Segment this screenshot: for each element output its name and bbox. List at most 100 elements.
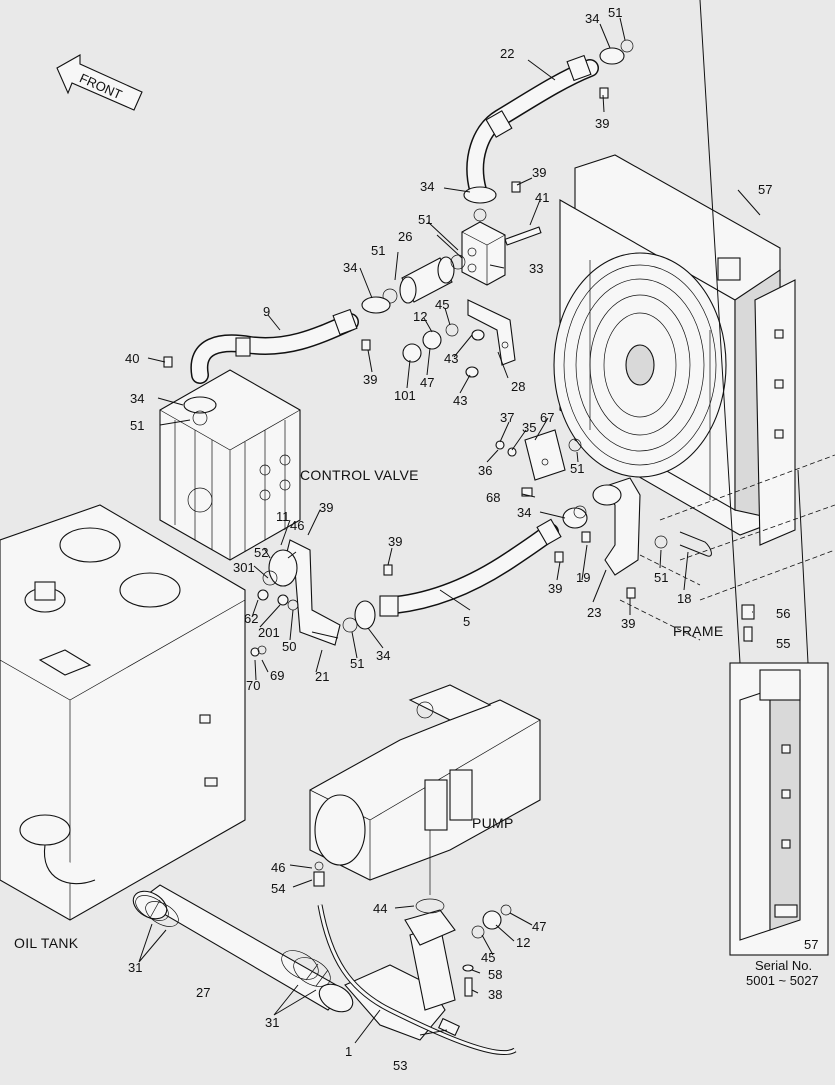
callout-label: 5: [463, 614, 470, 629]
oring-51e: [568, 438, 582, 452]
callout-label: 39: [363, 372, 377, 387]
callout-label: 23: [587, 605, 601, 620]
callout-label: 39: [548, 581, 562, 596]
callout-label: 51: [570, 461, 584, 476]
callout-label: 70: [246, 678, 260, 693]
bolt-39a: [599, 87, 609, 99]
callout-label: 36: [478, 463, 492, 478]
callout-label: 57: [758, 182, 772, 197]
bolt-39g: [383, 564, 393, 576]
callout-label: 51: [371, 243, 385, 258]
callout-label: 51: [608, 5, 622, 20]
spacer-56-bolt-55: [741, 604, 755, 642]
callout-label: 27: [196, 985, 210, 1000]
fittings-62-201-50: [257, 589, 299, 611]
pump: [309, 684, 541, 895]
callout-label: 44: [373, 901, 387, 916]
callout-label: 11: [276, 509, 290, 524]
fittings-70-69: [250, 645, 267, 657]
callout-label: 301: [233, 560, 255, 575]
bracket-67: [495, 429, 566, 497]
callout-label: 31: [265, 1015, 279, 1030]
callout-label: 18: [677, 591, 691, 606]
callout-label: 55: [776, 636, 790, 651]
bolt-39b: [511, 181, 521, 193]
pipe-21: [262, 539, 341, 646]
callout-label: 51: [350, 656, 364, 671]
callout-label: 9: [263, 304, 270, 319]
callout-label: 37: [500, 410, 514, 425]
callout-label: 12: [516, 935, 530, 950]
callout-label: 46: [290, 518, 304, 533]
pipe-26: [382, 254, 466, 304]
callout-label: 51: [130, 418, 144, 433]
inset-detail-box: [699, 0, 829, 956]
callout-label: 47: [420, 375, 434, 390]
oring-51g: [342, 617, 358, 633]
callout-label: 34: [376, 648, 390, 663]
callout-label: 39: [621, 616, 635, 631]
callout-label: 26: [398, 229, 412, 244]
callout-label: 34: [343, 260, 357, 275]
callout-label: 43: [444, 351, 458, 366]
callout-label: 101: [394, 388, 416, 403]
callout-label: 34: [130, 391, 144, 406]
callout-label: 39: [595, 116, 609, 131]
frame-label: FRAME: [673, 623, 724, 639]
hose-22: [466, 54, 599, 199]
callout-label: 45: [435, 297, 449, 312]
callout-label: 34: [420, 179, 434, 194]
flange-34c: [361, 296, 391, 314]
callout-numbers: 34 51 22 39 39 34 41 51 26 33 51 34 57 9…: [125, 5, 790, 1073]
flange-34f: [354, 600, 376, 630]
oil-tank: [0, 504, 246, 921]
bolt-38-58: [462, 964, 474, 997]
callout-label: 50: [282, 639, 296, 654]
leader-lines: [138, 17, 761, 1044]
callout-label: 69: [270, 668, 284, 683]
callout-label: 40: [125, 351, 139, 366]
fittings-12-45-47: [471, 904, 512, 939]
callout-label: 41: [535, 190, 549, 205]
callout-label: 68: [486, 490, 500, 505]
pump-label: PUMP: [472, 815, 514, 831]
callout-label: 21: [315, 669, 329, 684]
callout-label: 34: [585, 11, 599, 26]
radiator-assembly: [553, 154, 796, 546]
callout-label: 35: [522, 420, 536, 435]
callout-label: 31: [128, 960, 142, 975]
callout-label: 58: [488, 967, 502, 982]
control-valve-label: CONTROL VALVE: [300, 467, 419, 483]
hose-5: [379, 518, 562, 617]
callout-label: 51: [418, 212, 432, 227]
callout-label: 47: [532, 919, 546, 934]
callout-label: 56: [776, 606, 790, 621]
hose-9: [190, 308, 359, 384]
callout-label: 39: [319, 500, 333, 515]
oil-tank-label: OIL TANK: [14, 935, 79, 951]
pipe-1: [344, 909, 456, 1041]
front-arrow-icon: FRONT: [56, 54, 143, 111]
callout-label: 62: [244, 611, 258, 626]
oring-51b: [473, 208, 487, 222]
callout-label: 1: [345, 1044, 352, 1059]
fittings-46-54: [313, 861, 325, 887]
callout-label: 38: [488, 987, 502, 1002]
callout-label: 22: [500, 46, 514, 61]
oring-44: [415, 898, 445, 914]
callout-label: 39: [388, 534, 402, 549]
callout-label: 46: [271, 860, 285, 875]
pipe-23: [554, 477, 641, 599]
callout-label: 52: [254, 545, 268, 560]
callout-label: 201: [258, 625, 280, 640]
suction-pipe-27: [132, 884, 354, 1013]
callout-label: 28: [511, 379, 525, 394]
oring-51f: [654, 535, 668, 549]
callout-label: 51: [654, 570, 668, 585]
callout-label: 34: [517, 505, 531, 520]
serial-line-1: Serial No.: [755, 958, 812, 973]
u-bolt-18: [679, 531, 712, 557]
callout-label: 19: [576, 570, 590, 585]
